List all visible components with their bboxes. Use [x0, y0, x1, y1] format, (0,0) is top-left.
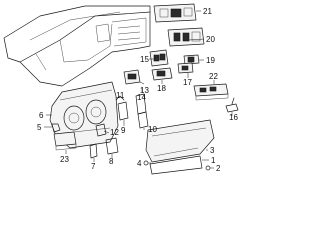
part-2-screw: [205, 165, 214, 171]
part-18-switch: [151, 67, 173, 84]
callout-15: 15: [140, 55, 149, 64]
callout-4: 4: [137, 159, 142, 168]
callout-8: 8: [109, 157, 114, 166]
callout-7: 7: [91, 162, 96, 171]
callout-9: 9: [121, 126, 126, 135]
part-7-bulb: [89, 143, 98, 162]
callout-22: 22: [209, 72, 218, 81]
callout-12: 12: [110, 128, 119, 137]
callout-16: 16: [229, 113, 238, 122]
part-12-gauge: [95, 123, 110, 137]
callout-13: 13: [140, 86, 149, 95]
part-4-screw: [143, 160, 151, 166]
part-19-switch: [183, 54, 204, 65]
callout-21: 21: [203, 7, 212, 16]
part-1-cluster-lens: [149, 155, 209, 175]
callout-2: 2: [216, 164, 221, 173]
callout-23: 23: [60, 155, 69, 164]
part-22-module: [193, 80, 229, 101]
part-23-control-module: [53, 131, 77, 154]
instrument-panel-exploded-diagram: 21 20 15 19 17 18 13 22 16 6 5 23 12 11 …: [3, 3, 239, 175]
callout-6: 6: [39, 111, 44, 120]
part-9-gauge: [117, 101, 129, 126]
part-20-control-panel: [167, 27, 205, 47]
dashboard-outline: [3, 5, 151, 87]
callout-10: 10: [148, 125, 157, 134]
callout-17: 17: [183, 78, 192, 87]
callout-1: 1: [211, 156, 216, 165]
callout-5: 5: [37, 123, 42, 132]
part-17-switch: [177, 62, 194, 78]
callout-11: 11: [116, 91, 125, 100]
part-8-gauge: [105, 137, 119, 158]
callout-3: 3: [210, 146, 215, 155]
part-11-gauge: [115, 95, 125, 101]
callout-20: 20: [206, 35, 215, 44]
callout-14: 14: [137, 93, 146, 102]
part-16-knob: [225, 97, 239, 116]
callout-18: 18: [157, 84, 166, 93]
part-21-climate-control: [153, 3, 201, 23]
callout-19: 19: [206, 56, 215, 65]
part-10-gauge: [137, 111, 149, 130]
part-13-connector: [123, 69, 145, 85]
part-15-switch: [149, 49, 169, 67]
part-5-bracket: [44, 123, 61, 133]
part-3-cluster-bezel: [145, 119, 215, 163]
